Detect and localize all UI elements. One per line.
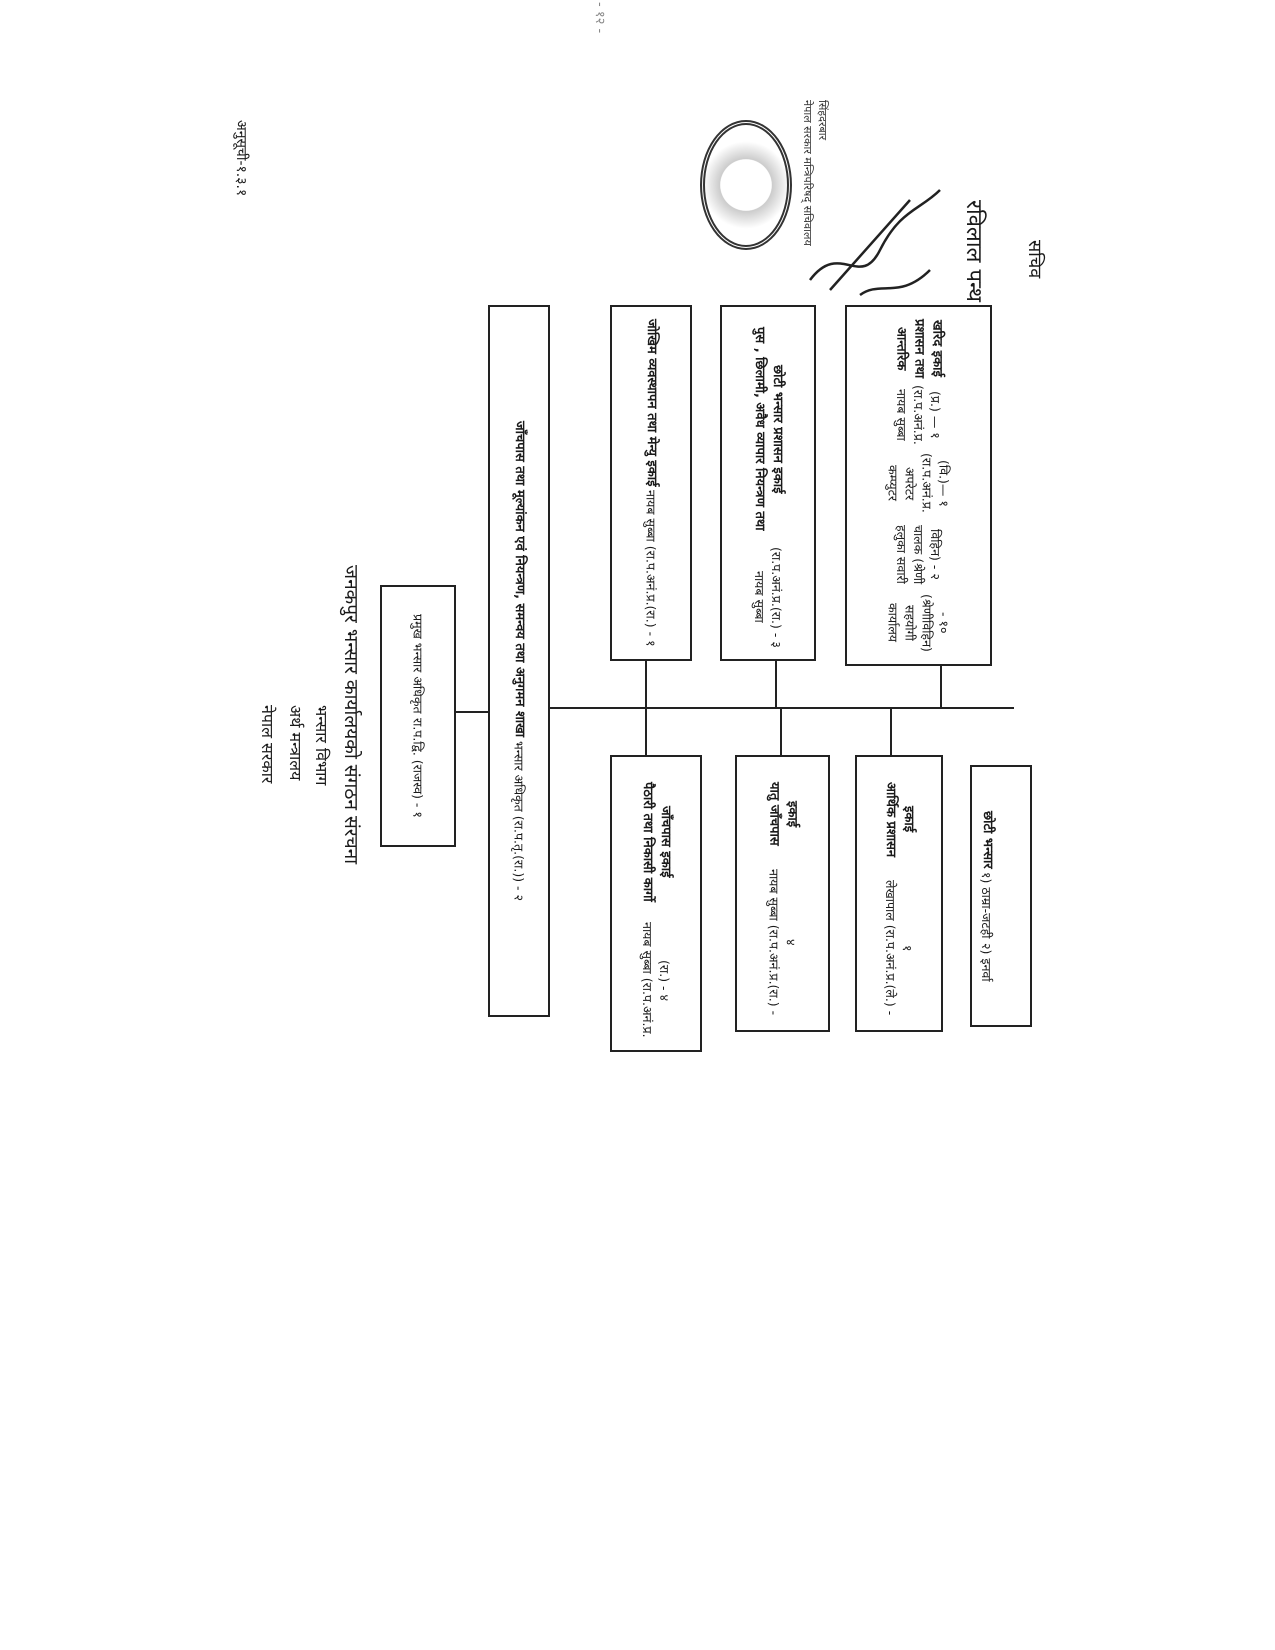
signatory-designation: सचिव [1024,240,1045,279]
connector-branch [775,660,777,708]
unit-title: जोखिम व्यवस्थापन तथा मेन्यु इकाई [644,318,659,487]
unit-detail: हलुका सवारी चालक (श्रेणी विहिन) - २ [894,525,943,585]
header-government: नेपाल सरकार [258,705,277,784]
stamp-text: नेपाल सरकार मन्त्रिपरिषद् सचिवालय सिंहदर… [801,100,829,246]
connector-branch [645,708,647,756]
connector-branch [940,665,942,708]
connector-branch [645,660,647,708]
connector-branch [780,708,782,756]
section-box: जाँचपास तथा मूल्यांकन एवं नियन्त्रण, समन… [488,305,550,1017]
chief-officer-box: प्रमुख भन्सार अधिकृत रा.प.द्वि. (राजस्व)… [380,585,456,847]
unit-detail: कार्यालय सहयोगी (श्रेणीविहिन) - १० [885,593,952,652]
unit-title: छोटी भन्सार [980,810,995,869]
unit-detail: नायब सुब्बा (रा.प.अनं.प्र.(रा.) - ३ [752,546,784,648]
unit-box: जोखिम व्यवस्थापन तथा मेन्यु इकाई नायब सु… [610,305,692,661]
connector-chief-section [455,711,488,713]
unit-detail: नायब सुब्बा (रा.प.अनं.प्र.(रा.) - ४ [766,869,799,1016]
section-detail: भन्सार अधिकृत (रा.प.तृ.(रा.)) - २ [511,741,527,902]
official-stamp [700,120,792,250]
unit-detail: नायब सुब्बा (रा.प.अनं.प्र.(प्र.) — १ [894,384,943,445]
header-ministry: अर्थ मन्त्रालय [286,705,305,781]
chief-detail: रा.प.द्वि. (राजस्व) - १ [410,717,426,818]
signatory-name: रविलाल पन्थ [961,200,986,302]
unit-detail: नायब सुब्बा (रा.प.अनं.प्र.(रा.) - १ [643,490,659,648]
unit-box: आन्तरिक प्रशासन तथा खरिद इकाई नायब सुब्ब… [845,305,992,666]
sub-customs-box: छोटी भन्सार १) ठाम्रा-जटही २) इनर्वा [970,765,1032,1027]
unit-title: पैठारी तथा निकासी कार्गो जाँचपास इकाई [640,781,673,902]
unit-title: आन्तरिक प्रशासन तथा खरिद इकाई [893,318,945,379]
unit-box: आर्थिक प्रशासन इकाई लेखापाल (रा.प.अनं.प्… [855,755,943,1032]
annex-label: अनुसूची-१.३.१ [233,120,249,197]
header-department: भन्सार विभाग [312,705,331,786]
unit-detail: १) ठाम्रा-जटही [979,872,994,939]
signature [809,189,941,297]
unit-title: यातु जाँचपास इकाई [766,781,800,846]
unit-detail: कम्प्युटर अपरेटर (रा.प.अनं.प्र.(वि.)— १ [885,453,952,514]
page-title: जनकपुर भन्सार कार्यालयको संगठन संरचना [340,565,362,865]
unit-title: आर्थिक प्रशासन इकाई [883,781,916,857]
unit-title: पुस , छिलामी, अवैध व्यापार नियन्त्रण तथा… [752,327,785,531]
unit-box: यातु जाँचपास इकाई नायब सुब्बा (रा.प.अनं.… [735,755,830,1032]
unit-detail: २) इनर्वा [979,942,994,982]
page-number: - १२ - [592,2,607,34]
connector-branch [890,708,892,756]
unit-box: पैठारी तथा निकासी कार्गो जाँचपास इकाई ना… [610,755,702,1052]
unit-detail: नायब सुब्बा (रा.प.अनं.प्र.(रा.) - ४ [640,922,672,1038]
unit-detail: लेखापाल (रा.प.अनं.प्र.(ले.) - १ [883,880,915,1016]
chief-title: प्रमुख भन्सार अधिकृत [410,614,426,714]
section-title: जाँचपास तथा मूल्यांकन एवं नियन्त्रण, समन… [512,420,527,738]
unit-box: पुस , छिलामी, अवैध व्यापार नियन्त्रण तथा… [720,305,816,661]
